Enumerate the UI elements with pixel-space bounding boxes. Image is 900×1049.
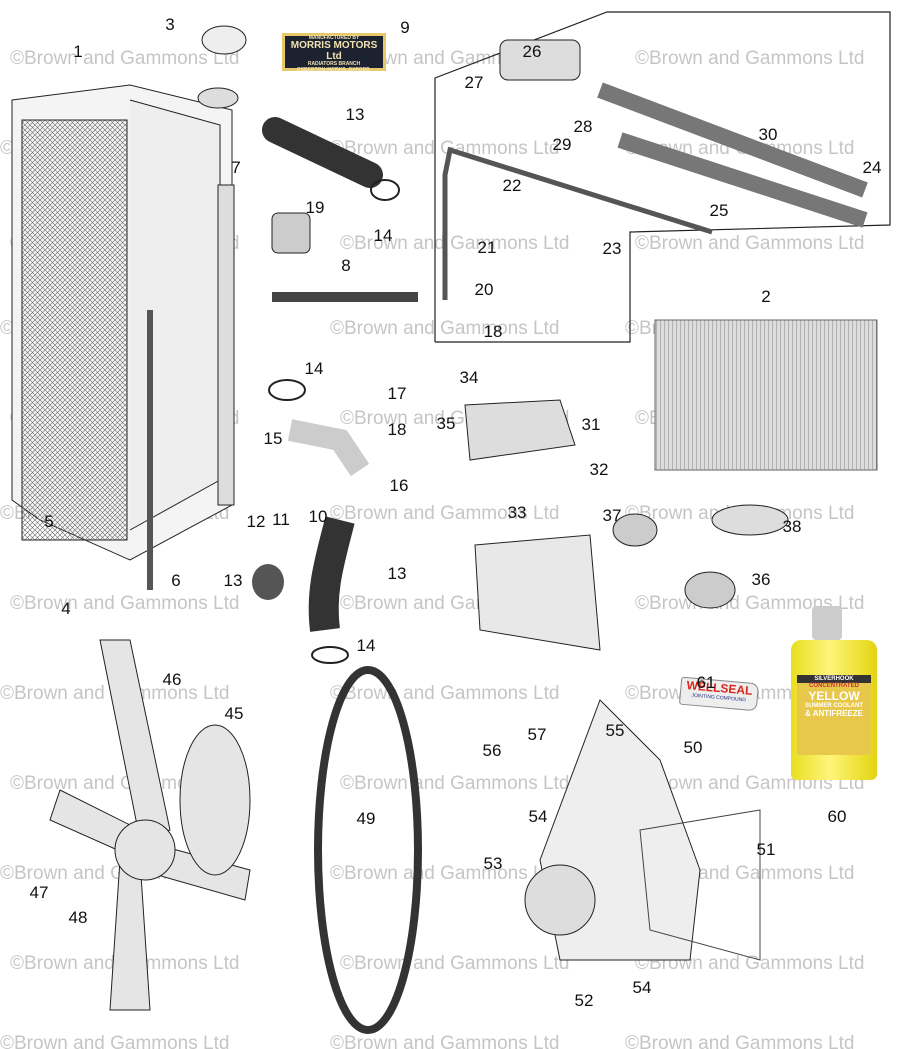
hose-connector — [271, 212, 311, 254]
coolant-line: SUMMER COOLANT — [805, 703, 863, 709]
fan-belt — [314, 666, 422, 1034]
water-outlet — [474, 534, 601, 651]
part-number-callout: 9 — [400, 18, 410, 37]
coolant-line: YELLOW — [808, 689, 860, 703]
part-number-callout: 22 — [502, 176, 522, 195]
part-number-callout: 5 — [44, 512, 54, 531]
part-number-callout: 4 — [61, 599, 71, 618]
part-number-callout: 26 — [522, 42, 542, 61]
part-number-callout: 2 — [761, 287, 771, 306]
part-number-callout: 46 — [162, 670, 182, 689]
coolant-label: SILVERHOOK CONCENTRATED YELLOW SUMMER CO… — [797, 675, 871, 755]
part-number-callout: 1 — [73, 42, 83, 61]
badge-title: MORRIS MOTORS Ltd — [290, 40, 378, 62]
part-number-callout: 47 — [29, 883, 49, 902]
part-number-callout: 17 — [387, 384, 407, 403]
coolant-brand: SILVERHOOK — [797, 675, 871, 683]
bottle-cap — [812, 606, 842, 640]
part-number-callout: 18 — [387, 420, 407, 439]
part-number-callout: 10 — [308, 507, 328, 526]
fan — [49, 639, 251, 1011]
part-number-callout: 21 — [477, 238, 497, 257]
part-number-callout: 61 — [696, 673, 716, 692]
part-number-callout: 6 — [171, 571, 181, 590]
part-number-callout: 8 — [341, 256, 351, 275]
part-number-callout: 54 — [528, 807, 548, 826]
part-number-callout: 20 — [474, 280, 494, 299]
part-number-callout: 14 — [304, 359, 324, 378]
part-number-callout: 38 — [782, 517, 802, 536]
part-number-callout: 18 — [483, 322, 503, 341]
part-number-callout: 57 — [527, 725, 547, 744]
part-number-callout: 48 — [68, 908, 88, 927]
part-number-callout: 27 — [464, 73, 484, 92]
part-number-callout: 53 — [483, 854, 503, 873]
part-number-callout: 37 — [602, 506, 622, 525]
hose-clip — [370, 179, 400, 201]
radiator-core — [11, 84, 233, 590]
coolant-line: CONCENTRATED — [809, 683, 859, 689]
part-number-callout: 23 — [602, 239, 622, 258]
part-number-callout: 11 — [272, 510, 290, 529]
part-number-callout: 3 — [165, 15, 175, 34]
part-number-callout: 24 — [862, 158, 882, 177]
part-number-callout: 13 — [345, 105, 365, 124]
alloy-radiator — [654, 319, 878, 471]
part-number-callout: 33 — [507, 503, 527, 522]
coolant-line: & ANTIFREEZE — [805, 709, 863, 718]
part-number-callout: 12 — [246, 512, 266, 531]
part-number-callout: 45 — [224, 704, 244, 723]
filler-neck — [197, 87, 239, 109]
part-number-callout: 13 — [387, 564, 407, 583]
seal-strip — [272, 292, 418, 302]
part-number-callout: 14 — [356, 636, 376, 655]
part-number-callout: 16 — [389, 476, 409, 495]
filler-cap — [201, 25, 247, 55]
part-number-callout: 31 — [581, 415, 601, 434]
pipe-22 — [442, 146, 713, 300]
part-number-callout: 50 — [683, 738, 703, 757]
part-number-callout: 56 — [482, 741, 502, 760]
part-number-callout: 51 — [756, 840, 776, 859]
hose-elbow — [287, 419, 370, 477]
bottom-hose — [308, 516, 355, 632]
badge-line: OSBERTON WORKS, OXFORD. — [296, 66, 372, 73]
pipe-25 — [617, 132, 868, 228]
part-number-callout: 54 — [632, 978, 652, 997]
part-number-callout: 25 — [709, 201, 729, 220]
inset-frame — [434, 11, 891, 343]
part-number-callout: 60 — [827, 807, 847, 826]
thermostat-housing — [464, 399, 576, 461]
part-number-callout: 32 — [589, 460, 609, 479]
part-number-callout: 15 — [263, 429, 283, 448]
part-number-callout: 36 — [751, 570, 771, 589]
part-number-callout: 28 — [573, 117, 593, 136]
morris-motors-badge: MANUFACTURED BY MORRIS MOTORS Ltd RADIAT… — [282, 33, 386, 73]
part-number-callout: 7 — [231, 158, 241, 177]
part-number-callout: 30 — [758, 125, 778, 144]
badge-line: RADIATORS BRANCH — [307, 61, 361, 68]
part-number-callout: 19 — [305, 198, 325, 217]
top-hose — [262, 117, 383, 188]
part-number-callout: 34 — [459, 368, 479, 387]
side-strip — [217, 184, 235, 506]
pipe-30 — [597, 82, 868, 198]
part-number-callout: 29 — [552, 135, 572, 154]
part-number-callout: 49 — [356, 809, 376, 828]
part-number-callout: 35 — [436, 414, 456, 433]
badge-line: MANUFACTURED BY — [308, 35, 360, 41]
part-number-callout: 14 — [373, 226, 393, 245]
part-number-callout: 13 — [223, 571, 243, 590]
part-number-callout: 55 — [605, 721, 625, 740]
part-number-callout: 52 — [574, 991, 594, 1010]
